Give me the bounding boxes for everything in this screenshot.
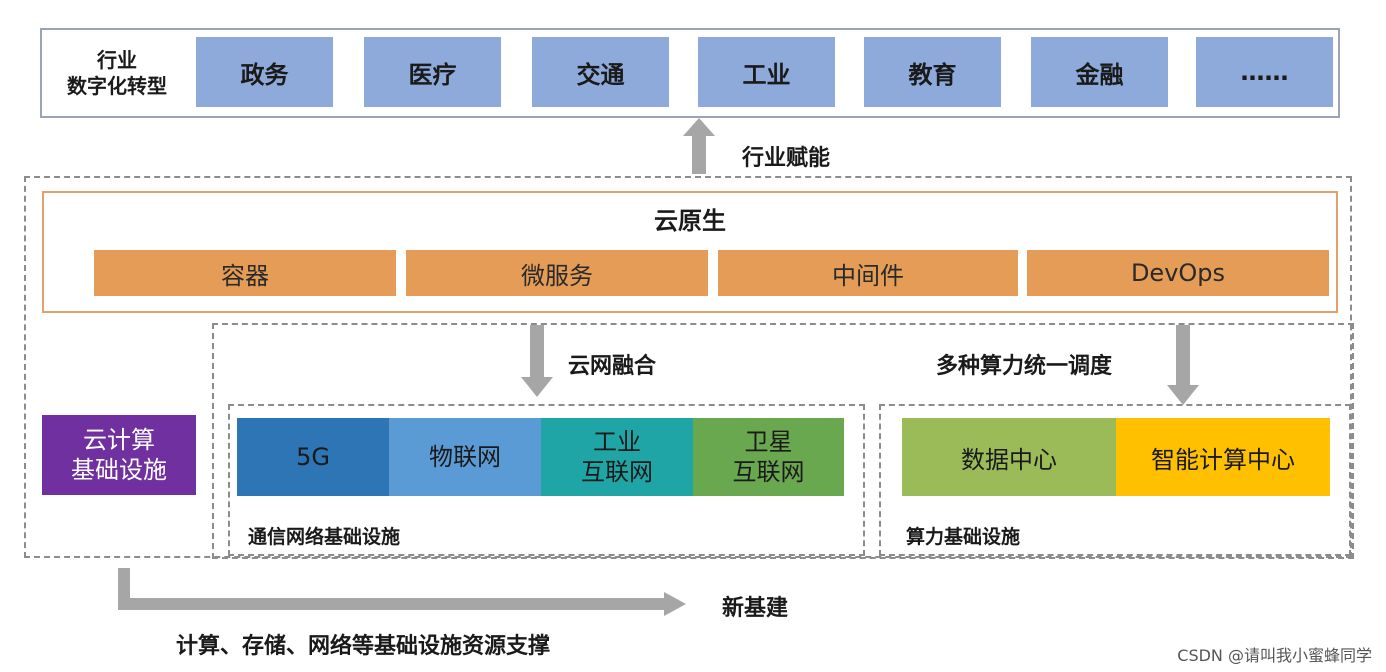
- industry-enable-label: 行业赋能: [742, 146, 831, 171]
- compute-infra-caption: 算力基础设施: [906, 526, 1021, 548]
- industry-box-more: ……: [1196, 37, 1333, 107]
- industry-box-education: 教育: [864, 37, 1001, 107]
- net-box-satellite-internet: 卫星 互联网: [693, 418, 844, 496]
- industry-box-finance: 金融: [1031, 37, 1168, 107]
- comm-network-caption: 通信网络基础设施: [248, 526, 401, 548]
- industry-box-industrial: 工业: [698, 37, 835, 107]
- cloud-infra-box: 云计算 基础设施: [42, 415, 196, 495]
- cloud-infra-line1: 云计算: [83, 426, 155, 454]
- cloud-native-box-container: 容器: [94, 250, 396, 296]
- cloud-native-box-devops: DevOps: [1027, 250, 1329, 296]
- compute-box-data-center: 数据中心: [902, 418, 1116, 496]
- cloud-native-box-microservice: 微服务: [406, 250, 708, 296]
- industry-enable-arrow-icon: [683, 118, 715, 174]
- watermark: CSDN @请叫我小蜜蜂同学: [1177, 646, 1372, 665]
- industry-box-transport: 交通: [532, 37, 669, 107]
- bottom-caption: 计算、存储、网络等基础设施资源支撑: [176, 634, 551, 659]
- industry-box-medical: 医疗: [364, 37, 501, 107]
- net-industrial-line2: 互联网: [581, 458, 653, 486]
- net-satellite-line1: 卫星: [744, 428, 793, 456]
- compute-schedule-label: 多种算力统一调度: [936, 354, 1113, 379]
- net-box-industrial-internet: 工业 互联网: [541, 418, 693, 496]
- compute-infra-region: [879, 404, 1351, 556]
- cloud-infra-line2: 基础设施: [71, 456, 167, 484]
- new-infra-label: 新基建: [722, 596, 789, 621]
- industry-title-line1: 行业: [97, 48, 137, 72]
- industry-title: 行业 数字化转型: [52, 40, 182, 106]
- net-satellite-line2: 互联网: [732, 458, 805, 486]
- net-box-iot: 物联网: [389, 418, 541, 496]
- net-iot-label: 物联网: [429, 443, 501, 471]
- cloud-network-arrow-icon: [521, 325, 553, 397]
- cloud-native-box-middleware: 中间件: [718, 250, 1018, 296]
- net-5g-label: 5G: [296, 443, 330, 471]
- net-industrial-line1: 工业: [593, 428, 641, 456]
- industry-box-government: 政务: [196, 37, 333, 107]
- new-infra-arrow-icon: [118, 568, 686, 616]
- compute-schedule-arrow-icon: [1167, 325, 1199, 405]
- inner-dashed-region: [212, 323, 1354, 559]
- cloud-native-title: 云原生: [654, 206, 726, 235]
- industry-title-line2: 数字化转型: [67, 74, 167, 98]
- compute-box-ai-center: 智能计算中心: [1116, 418, 1330, 496]
- net-box-5g: 5G: [237, 418, 389, 496]
- comm-network-region: [228, 404, 865, 556]
- cloud-network-label: 云网融合: [568, 354, 657, 379]
